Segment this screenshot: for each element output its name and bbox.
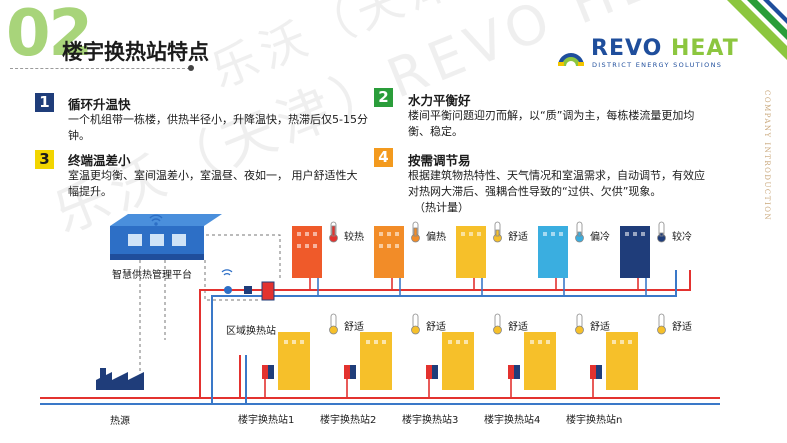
district-station-label: 区域换热站 (226, 326, 276, 337)
side-caption: COMPANY INTRODUCTION (763, 90, 771, 222)
building-station-units (262, 365, 602, 379)
title-divider (10, 68, 190, 69)
bottom-building-label-5: 舒适 (672, 322, 692, 333)
feature-2-title: 水力平衡好 (408, 93, 471, 108)
heat-source-label: 热源 (110, 416, 130, 427)
title-divider-dot (188, 65, 194, 71)
building-station-1 (262, 365, 274, 379)
wifi-icon (221, 269, 233, 276)
company-logo: REVO HEAT DISTRICT ENERGY SOLUTIONS (555, 36, 738, 72)
logo-arch-icon (558, 53, 584, 66)
top-building-label-4: 偏冷 (590, 232, 610, 243)
feature-3-body: 室温更均衡、室间温差小，室温昼、夜如一， 用户舒适性大幅提升。 (68, 169, 358, 198)
logo-subtitle: DISTRICT ENERGY SOLUTIONS (592, 61, 723, 69)
building-station-3 (426, 365, 438, 379)
top-building-label-3: 舒适 (508, 232, 528, 243)
feature-3-title: 终端温差小 (68, 153, 131, 168)
building-station-label-4: 楼宇换热站4 (484, 415, 541, 426)
platform-label: 智慧供热管理平台 (112, 270, 192, 281)
bottom-branch-pipes (264, 379, 594, 398)
bottom-buildings (278, 332, 638, 390)
feature-1-body: 一个机组带一栋楼，供热半径小，升降温快，热滞后仅5-15分钟。 (68, 113, 368, 142)
main-pipes (40, 270, 720, 405)
thermometer-icon (329, 221, 666, 243)
feature-4-badge: 4 (374, 148, 393, 167)
top-building-label-1: 较热 (344, 232, 364, 243)
bottom-building-label-4: 舒适 (590, 322, 610, 333)
feature-4-note: （热计量） (414, 201, 469, 214)
section-number: 02 (6, 0, 93, 71)
building-windows (297, 232, 645, 248)
wifi-icon (149, 214, 163, 226)
feature-1-badge: 1 (35, 93, 54, 112)
management-platform-building (110, 214, 222, 260)
feature-4-title: 按需调节易 (408, 153, 471, 168)
page-title: 楼宇换热站特点 (62, 40, 209, 64)
building-station-2 (344, 365, 356, 379)
corner-stripes (727, 0, 787, 60)
thermometer-icon (329, 313, 666, 335)
district-station (224, 281, 275, 301)
building-station-label-n: 楼宇换热站n (566, 415, 623, 426)
bottom-building-windows (284, 340, 632, 344)
building-station-4 (508, 365, 520, 379)
building-station-n (590, 365, 602, 379)
logo-name: REVO HEAT (591, 36, 739, 61)
bottom-building-label-2: 舒适 (426, 322, 446, 333)
bottom-building-label-1: 舒适 (344, 322, 364, 333)
building-station-label-1: 楼宇换热站1 (238, 415, 295, 426)
feature-2-body: 楼间平衡问题迎刃而解，以“质”调为主，每栋楼流量更加均衡、稳定。 (408, 109, 695, 138)
feature-1-title: 循环升温快 (68, 97, 131, 112)
top-building-label-2: 偏热 (426, 232, 446, 243)
top-building-label-5: 较冷 (672, 232, 692, 243)
heat-source-factory (96, 368, 144, 390)
building-station-label-3: 楼宇换热站3 (402, 415, 459, 426)
bottom-building-label-3: 舒适 (508, 322, 528, 333)
building-station-label-2: 楼宇换热站2 (320, 415, 377, 426)
feature-3-badge: 3 (35, 150, 54, 169)
feature-2-badge: 2 (374, 88, 393, 107)
feature-4-body: 根据建筑物热特性、天气情况和室温需求，自动调节，有效应对热网大滞后、强耦合性导致… (408, 169, 705, 198)
